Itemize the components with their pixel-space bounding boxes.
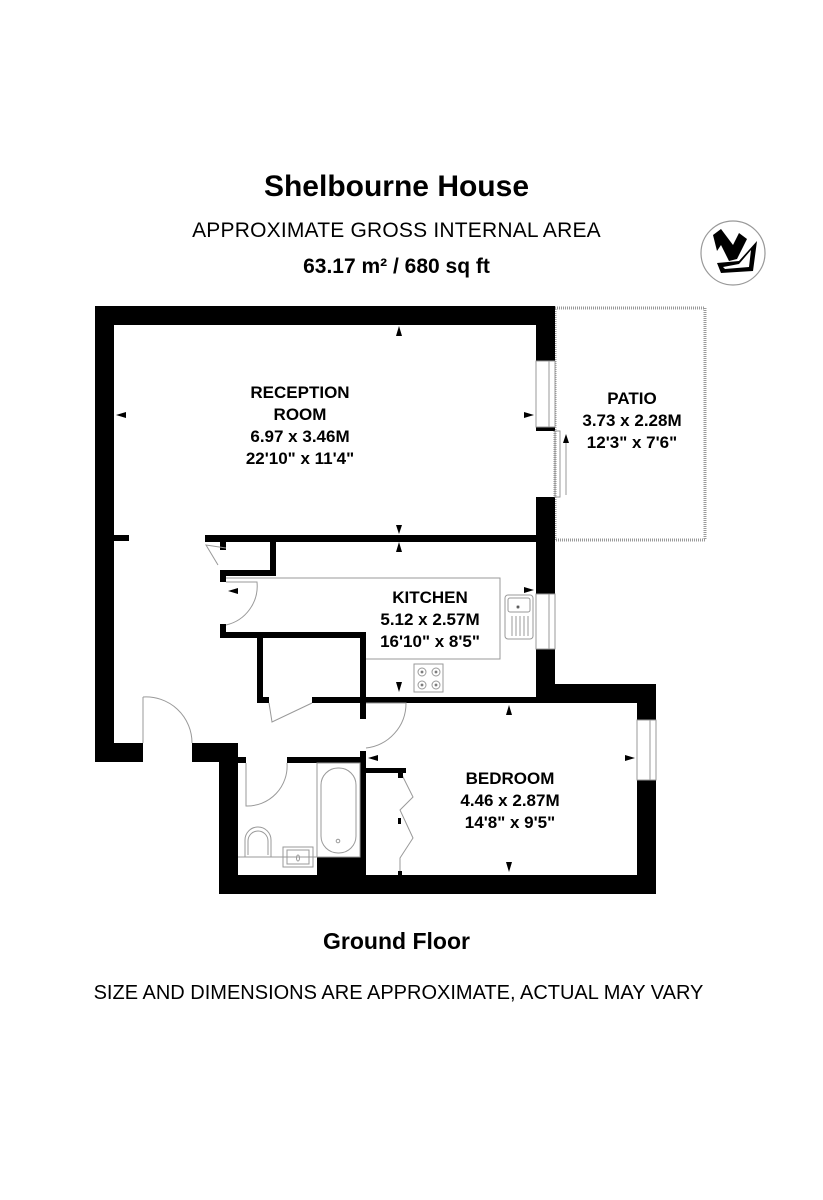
area-subtitle: APPROXIMATE GROSS INTERNAL AREA bbox=[192, 219, 601, 242]
door-swings bbox=[142, 544, 407, 807]
room-metric: 6.97 x 3.46M bbox=[250, 427, 350, 446]
room-name: BEDROOM bbox=[465, 769, 555, 788]
patio-door bbox=[554, 430, 567, 498]
room-name: PATIO bbox=[607, 389, 657, 408]
room-imperial: 16'10" x 8'5" bbox=[380, 632, 480, 651]
room-imperial: 12'3" x 7'6" bbox=[586, 433, 678, 452]
room-patio: PATIO 3.73 x 2.28M 12'3" x 7'6" bbox=[562, 388, 702, 454]
gross-area: 63.17 m² / 680 sq ft bbox=[303, 255, 490, 278]
room-metric: 4.46 x 2.87M bbox=[460, 791, 560, 810]
room-metric: 3.73 x 2.28M bbox=[582, 411, 682, 430]
toilet-icon bbox=[238, 826, 317, 858]
north-arrow-icon bbox=[700, 220, 766, 286]
bath-icon bbox=[316, 762, 361, 858]
room-reception: RECEPTION ROOM 6.97 x 3.46M 22'10" x 11'… bbox=[220, 382, 380, 470]
floor-name: Ground Floor bbox=[323, 928, 470, 954]
room-imperial: 22'10" x 11'4" bbox=[245, 449, 355, 468]
room-kitchen: KITCHEN 5.12 x 2.57M 16'10" x 8'5" bbox=[360, 587, 500, 653]
dimension-markers bbox=[116, 326, 635, 872]
property-title: Shelbourne House bbox=[263, 170, 530, 203]
sink-icon bbox=[504, 594, 534, 640]
windows bbox=[535, 360, 657, 781]
room-name: KITCHEN bbox=[392, 588, 468, 607]
walls bbox=[95, 306, 656, 894]
room-imperial: 14'8" x 9'5" bbox=[464, 813, 556, 832]
room-name: RECEPTION bbox=[250, 383, 350, 402]
basin-icon bbox=[282, 846, 314, 868]
disclaimer: SIZE AND DIMENSIONS ARE APPROXIMATE, ACT… bbox=[93, 982, 704, 1004]
room-name-2: ROOM bbox=[273, 405, 327, 424]
hob-icon bbox=[413, 663, 444, 693]
kitchen-worktop bbox=[226, 577, 501, 660]
room-bedroom: BEDROOM 4.46 x 2.87M 14'8" x 9'5" bbox=[440, 768, 580, 834]
wardrobe-icon bbox=[399, 772, 414, 875]
room-metric: 5.12 x 2.57M bbox=[380, 610, 480, 629]
